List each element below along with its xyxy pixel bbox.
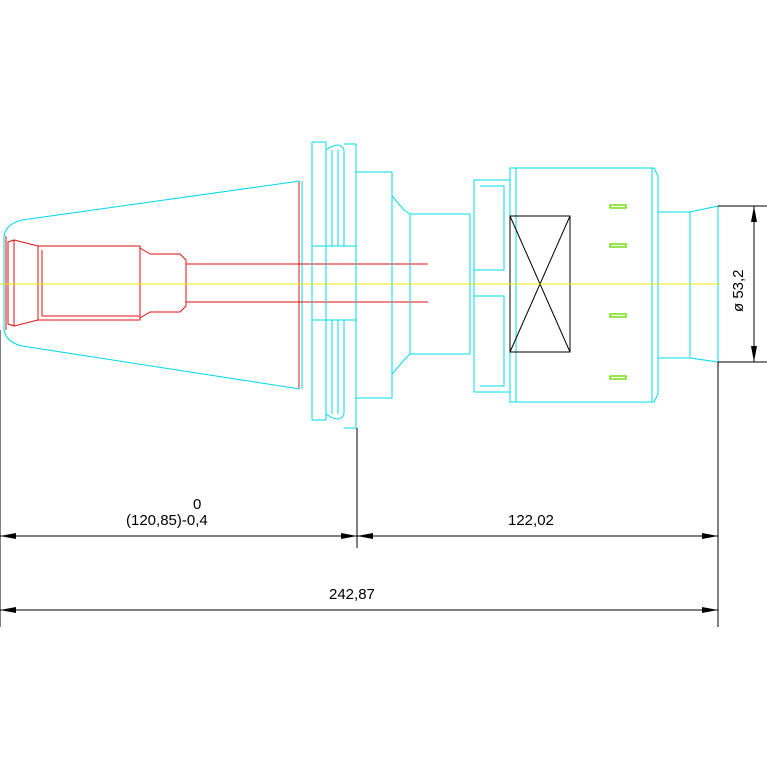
dimension-lines xyxy=(0,205,767,627)
flange xyxy=(311,141,357,429)
diameter-label: ø 53,2 xyxy=(730,269,747,312)
right-length-label: 122,02 xyxy=(508,512,554,529)
taper-shank xyxy=(3,180,303,390)
neck-body xyxy=(356,171,471,399)
collet-outline xyxy=(5,182,428,388)
clamp-nut xyxy=(473,167,659,403)
tolerance-upper-label: 0 xyxy=(193,496,201,513)
left-length-label: (120,85)-0,4 xyxy=(126,512,208,529)
total-length-label: 242,87 xyxy=(329,586,375,603)
marks xyxy=(609,204,627,380)
